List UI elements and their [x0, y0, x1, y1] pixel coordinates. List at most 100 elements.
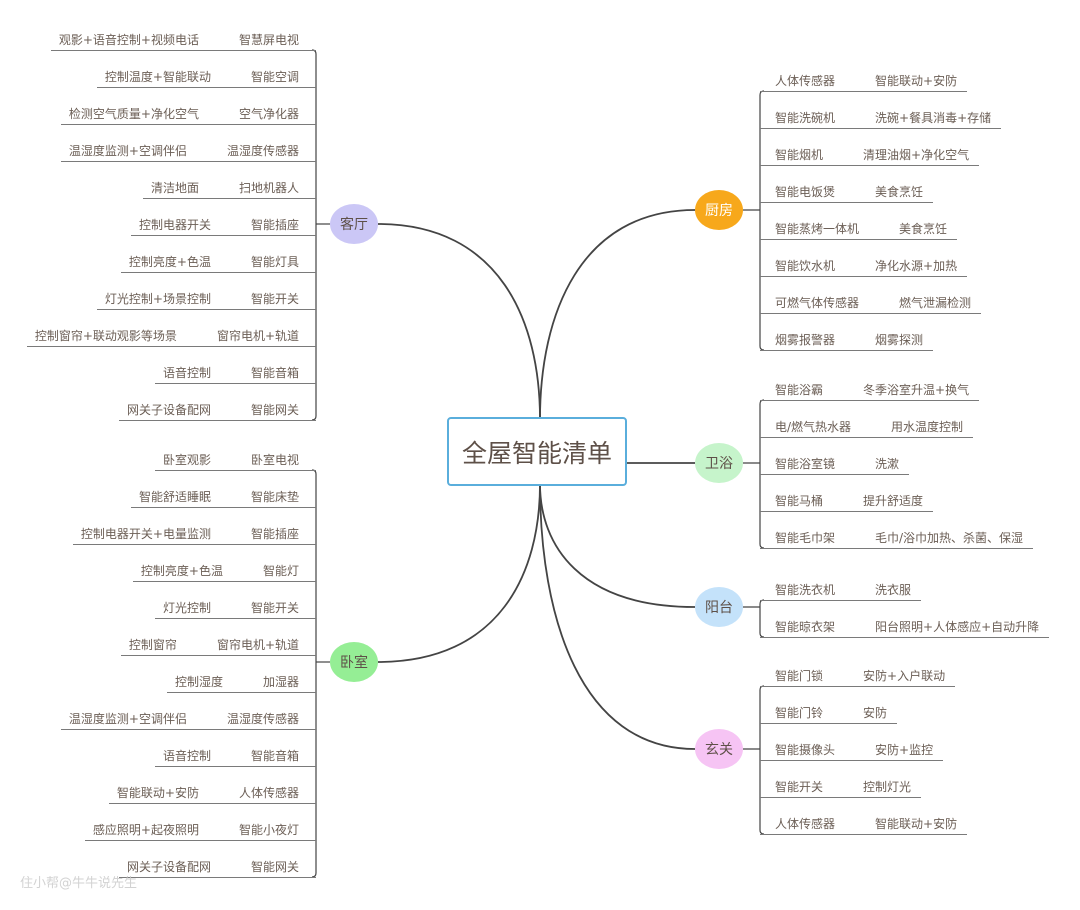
device-function: 烟雾探测	[875, 333, 924, 347]
list-item[interactable]: 智能烟机清理油烟+净化空气	[760, 144, 980, 166]
list-item[interactable]: 智能门锁 安防+入户联动	[760, 665, 956, 687]
branch-curve-1	[377, 483, 541, 663]
device-function: 网关子设备配网	[126, 403, 211, 417]
device-function: 美食烹饪	[899, 222, 948, 236]
branch-node[interactable]: 阳台	[695, 587, 743, 627]
device-name: 智能开关	[250, 292, 299, 306]
device-name: 智能门铃	[775, 706, 824, 720]
list-item[interactable]: 智能摄像头安防+监控	[760, 739, 944, 761]
list-item[interactable]: 智能洗衣机 洗衣服	[760, 579, 922, 601]
device-name: 智能灯	[262, 564, 299, 578]
list-item[interactable]: 清洁地面扫地机器人	[142, 177, 316, 199]
branch-curve-0	[377, 223, 541, 420]
device-function: 控制电器开关+电量监测	[80, 527, 211, 541]
list-item[interactable]: 感应照明+起夜照明智能小夜灯	[84, 819, 316, 841]
device-name: 智能洗碗机	[775, 111, 836, 125]
branch-node[interactable]: 厨房	[695, 190, 743, 230]
device-name: 智能空调	[250, 70, 299, 84]
device-function: 卧室观影	[162, 453, 211, 467]
list-item[interactable]: 控制电器开关智能插座	[130, 214, 316, 236]
list-item[interactable]: 控制湿度加湿器	[166, 671, 316, 693]
device-function: 控制灯光	[863, 780, 912, 794]
device-name: 智能浴霸	[775, 383, 824, 397]
device-function: 网关子设备配网	[126, 860, 211, 874]
device-name: 卧室电视	[250, 453, 299, 467]
device-name: 智能音箱	[250, 749, 299, 763]
device-function: 语音控制	[162, 749, 211, 763]
device-function: 温湿度监测+空调伴侣	[68, 712, 187, 726]
list-item[interactable]: 控制电器开关+电量监测智能插座	[72, 523, 316, 545]
list-item[interactable]: 温湿度监测+空调伴侣 温湿度传感器	[60, 708, 316, 730]
device-function: 毛巾/浴巾加热、杀菌、保湿	[875, 531, 1024, 545]
list-item[interactable]: 智能舒适睡眠 智能床垫	[130, 486, 316, 508]
list-item[interactable]: 语音控制智能音箱	[154, 362, 316, 384]
device-function: 语音控制	[162, 366, 211, 380]
list-item[interactable]: 控制窗帘+联动观影等场景 窗帘电机+轨道	[26, 325, 316, 347]
list-item[interactable]: 可燃气体传感器燃气泄漏检测	[760, 292, 982, 314]
device-name: 窗帘电机+轨道	[216, 329, 299, 343]
device-function: 灯光控制+场景控制	[104, 292, 211, 306]
list-item[interactable]: 电/燃气热水器用水温度控制	[760, 416, 974, 438]
device-name: 窗帘电机+轨道	[216, 638, 299, 652]
device-function: 燃气泄漏检测	[899, 296, 972, 310]
list-item[interactable]: 观影+语音控制+视频电话智慧屏电视	[50, 29, 316, 51]
branch-node[interactable]: 客厅	[330, 204, 378, 244]
list-item[interactable]: 网关子设备配网智能网关	[118, 856, 316, 878]
device-name: 加湿器	[262, 675, 299, 689]
list-item[interactable]: 智能洗碗机洗碗+餐具消毒+存储	[760, 107, 1002, 129]
device-function: 美食烹饪	[875, 185, 924, 199]
device-name: 智能开关	[250, 601, 299, 615]
list-item[interactable]: 控制温度+智能联动 智能空调	[96, 66, 316, 88]
device-name: 智能床垫	[250, 490, 299, 504]
list-item[interactable]: 智能毛巾架 毛巾/浴巾加热、杀菌、保湿	[760, 527, 1034, 549]
device-function: 清洁地面	[150, 181, 199, 195]
branch-node[interactable]: 玄关	[695, 729, 743, 769]
device-name: 智能毛巾架	[775, 531, 836, 545]
list-item[interactable]: 智能门铃 安防	[760, 702, 898, 724]
device-function: 控制窗帘+联动观影等场景	[34, 329, 177, 343]
list-item[interactable]: 智能饮水机净化水源+加热	[760, 255, 968, 277]
list-item[interactable]: 卧室观影 卧室电视	[154, 449, 316, 471]
list-item[interactable]: 语音控制 智能音箱	[154, 745, 316, 767]
device-name: 智能饮水机	[775, 259, 836, 273]
list-item[interactable]: 控制亮度+色温智能灯	[132, 560, 316, 582]
device-name: 温湿度传感器	[226, 712, 299, 726]
device-function: 控制温度+智能联动	[104, 70, 211, 84]
device-name: 人体传感器	[238, 786, 299, 800]
device-function: 安防+监控	[875, 743, 934, 757]
list-item[interactable]: 网关子设备配网智能网关	[118, 399, 316, 421]
list-item[interactable]: 智能晾衣架阳台照明+人体感应+自动升降	[760, 616, 1050, 638]
list-item[interactable]: 烟雾报警器烟雾探测	[760, 329, 934, 351]
list-item[interactable]: 灯光控制+场景控制 智能开关	[96, 288, 316, 310]
device-function: 安防	[863, 706, 888, 720]
central-topic[interactable]: 全屋智能清单	[447, 417, 627, 486]
list-item[interactable]: 智能浴室镜洗漱	[760, 453, 910, 475]
watermark: 住小帮@牛牛说先生	[20, 876, 138, 891]
list-item[interactable]: 灯光控制智能开关	[154, 597, 316, 619]
list-item[interactable]: 智能马桶提升舒适度	[760, 490, 934, 512]
branch-curve-4	[539, 483, 696, 608]
device-function: 安防+入户联动	[863, 669, 946, 683]
list-item[interactable]: 智能联动+安防人体传感器	[108, 782, 316, 804]
device-name: 智能门锁	[775, 669, 824, 683]
branch-node[interactable]: 卧室	[330, 642, 378, 682]
device-function: 洗衣服	[875, 583, 912, 597]
list-item[interactable]: 智能电饭煲美食烹饪	[760, 181, 934, 203]
device-function: 智能舒适睡眠	[138, 490, 211, 504]
list-item[interactable]: 人体传感器智能联动+安防	[760, 70, 968, 92]
list-item[interactable]: 温湿度监测+空调伴侣温湿度传感器	[60, 140, 316, 162]
device-name: 温湿度传感器	[226, 144, 299, 158]
list-item[interactable]: 控制窗帘 窗帘电机+轨道	[120, 634, 316, 656]
branch-node[interactable]: 卫浴	[695, 443, 743, 483]
device-name: 智慧屏电视	[238, 33, 299, 47]
list-item[interactable]: 智能开关控制灯光	[760, 776, 922, 798]
device-function: 控制亮度+色温	[128, 255, 211, 269]
list-item[interactable]: 人体传感器智能联动+安防	[760, 813, 968, 835]
list-item[interactable]: 智能蒸烤一体机美食烹饪	[760, 218, 958, 240]
device-name: 智能洗衣机	[775, 583, 836, 597]
list-item[interactable]: 检测空气质量+净化空气空气净化器	[60, 103, 316, 125]
device-function: 控制窗帘	[128, 638, 177, 652]
list-item[interactable]: 控制亮度+色温智能灯具	[120, 251, 316, 273]
list-item[interactable]: 智能浴霸冬季浴室升温+换气	[760, 379, 980, 401]
device-function: 感应照明+起夜照明	[92, 823, 199, 837]
